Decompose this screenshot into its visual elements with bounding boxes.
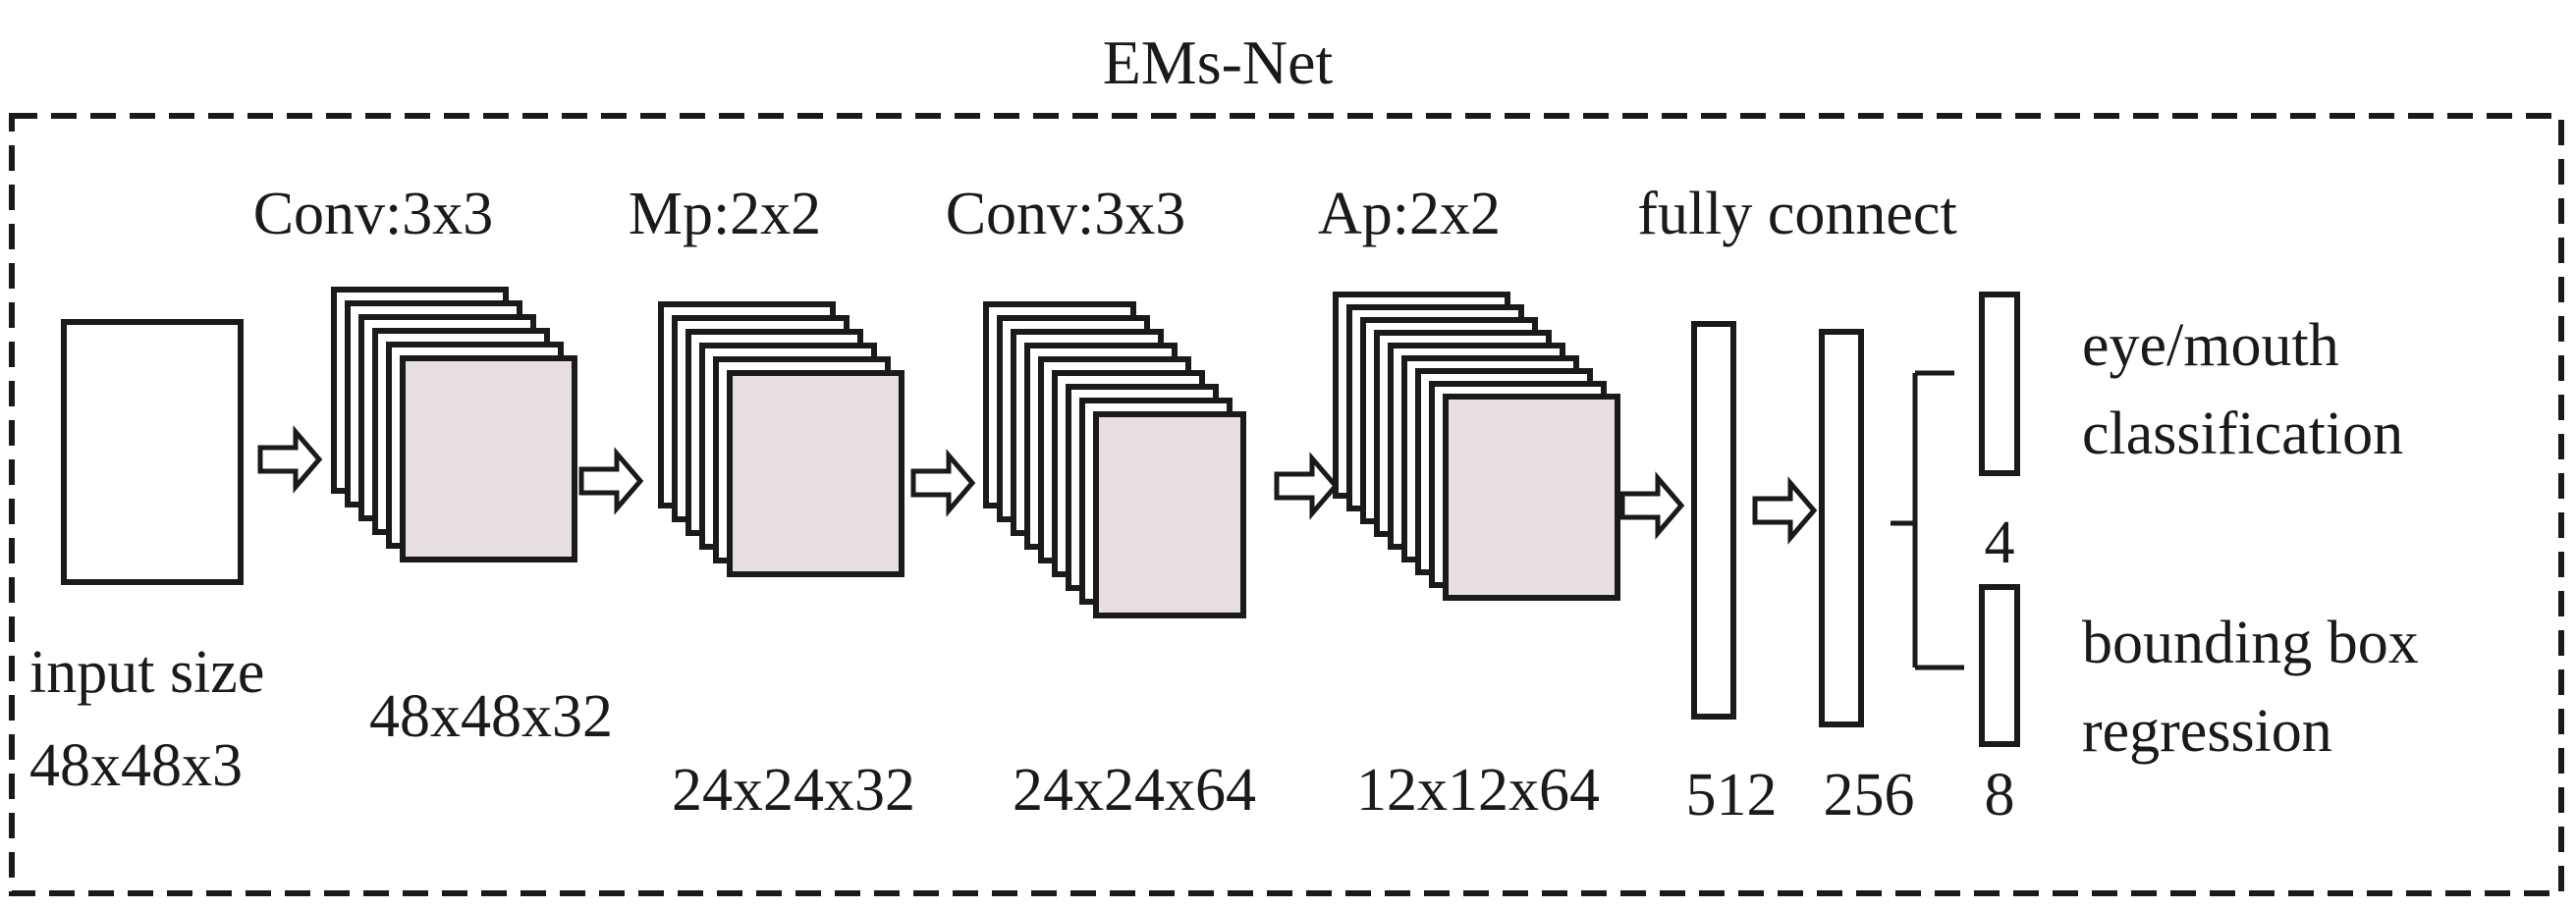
flow-arrow-icon xyxy=(257,425,323,494)
branch-connector xyxy=(1891,370,1964,670)
flow-arrows xyxy=(257,425,1818,545)
flow-arrow-icon xyxy=(578,447,644,515)
feature-map-slice xyxy=(1093,411,1246,618)
feature-map-slice xyxy=(1443,394,1620,601)
output-regression-label: bounding box xyxy=(2082,610,2419,676)
flow-arrow-icon xyxy=(1274,452,1340,520)
flow-arrow-icon xyxy=(1752,476,1818,545)
input-size-value: 48x48x3 xyxy=(29,732,243,799)
fully-connect-label: fully connect xyxy=(1637,181,1956,247)
layer-op-label: Mp:2x2 xyxy=(629,181,821,247)
fc-size-label: 256 xyxy=(1824,762,1915,829)
layer-size-label: 48x48x32 xyxy=(369,683,613,750)
input-image-box xyxy=(61,319,244,585)
output-classification-label: classification xyxy=(2082,401,2403,467)
diagram-title: EMs-Net xyxy=(1103,27,1334,97)
fc-layer-256 xyxy=(1819,329,1864,727)
feature-stack-maxpool xyxy=(658,301,904,577)
layer-size-label: 12x12x64 xyxy=(1356,757,1600,824)
layer-size-label: 24x24x64 xyxy=(1013,757,1256,824)
layer-op-label: Conv:3x3 xyxy=(253,181,494,247)
layer-op-label: Conv:3x3 xyxy=(946,181,1186,247)
feature-map-slice xyxy=(727,370,904,577)
output-classification-label: eye/mouth xyxy=(2082,312,2339,379)
output-classification-size: 4 xyxy=(1985,509,2015,576)
flow-arrow-icon xyxy=(910,449,976,517)
output-regression-bar xyxy=(1979,584,2020,747)
fc-size-label: 512 xyxy=(1686,762,1778,829)
network-frame xyxy=(9,113,2564,896)
feature-stack-conv2 xyxy=(983,301,1246,618)
feature-stack-conv1 xyxy=(331,287,577,562)
feature-map-slice xyxy=(400,355,577,562)
fc-layer-512 xyxy=(1691,321,1736,720)
output-regression-size: 8 xyxy=(1985,762,2015,829)
output-regression-label: regression xyxy=(2082,698,2332,765)
feature-stack-avgpool xyxy=(1333,292,1620,601)
layer-op-label: Ap:2x2 xyxy=(1318,181,1501,247)
input-size-label: input size xyxy=(29,639,264,706)
flow-arrow-icon xyxy=(1619,471,1685,540)
output-classification-bar xyxy=(1979,292,2020,476)
layer-size-label: 24x24x32 xyxy=(672,757,915,824)
